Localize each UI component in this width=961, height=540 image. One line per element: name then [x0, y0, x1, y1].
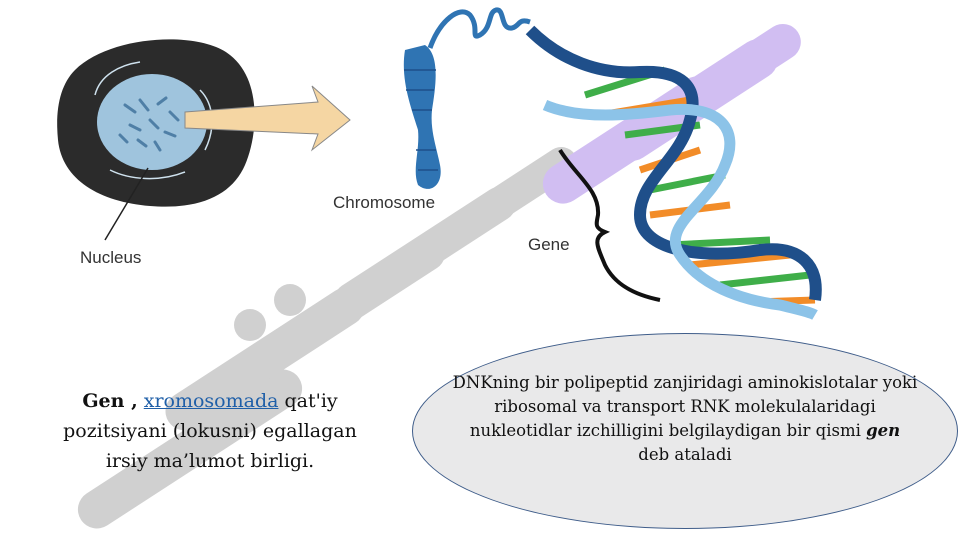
nucleus-label: Nucleus [80, 248, 142, 267]
watermark-gray-text [77, 146, 578, 529]
chromosome-body [403, 45, 441, 189]
callout-text-before: DNKning bir polipeptid zanjiridagi amino… [452, 373, 918, 440]
gene-bracket [558, 148, 661, 302]
callout-text-after: deb ataladi [638, 445, 732, 464]
callout-text: DNKning bir polipeptid zanjiridagi amino… [452, 371, 918, 467]
gene-definition: Gen , xromosomada qat'iy pozitsiyani (lo… [40, 386, 380, 476]
xromosoma-link[interactable]: xromosomada [143, 390, 279, 412]
nucleus-diagram [57, 39, 255, 241]
nucleus-chromatin [118, 96, 180, 152]
dna-helix [525, 25, 822, 320]
callout-ellipse [412, 333, 958, 529]
chromosome-bands [404, 69, 438, 171]
chromosome-label: Chromosome [333, 193, 436, 212]
callout-emphasis: gen [866, 421, 901, 440]
dna-strand-light [542, 99, 818, 320]
gene-definition-rest: qat'iy pozitsiyani (lokusni) egallagan i… [63, 390, 357, 472]
zoom-arrow-icon [184, 85, 351, 152]
gene-label: Gene [528, 235, 570, 254]
gene-term: Gen , [82, 390, 138, 412]
chromatin-coil [427, 7, 531, 49]
dna-strand-dark [525, 25, 822, 301]
chromosome-diagram [403, 7, 531, 189]
nucleus-pointer-line [104, 167, 149, 241]
